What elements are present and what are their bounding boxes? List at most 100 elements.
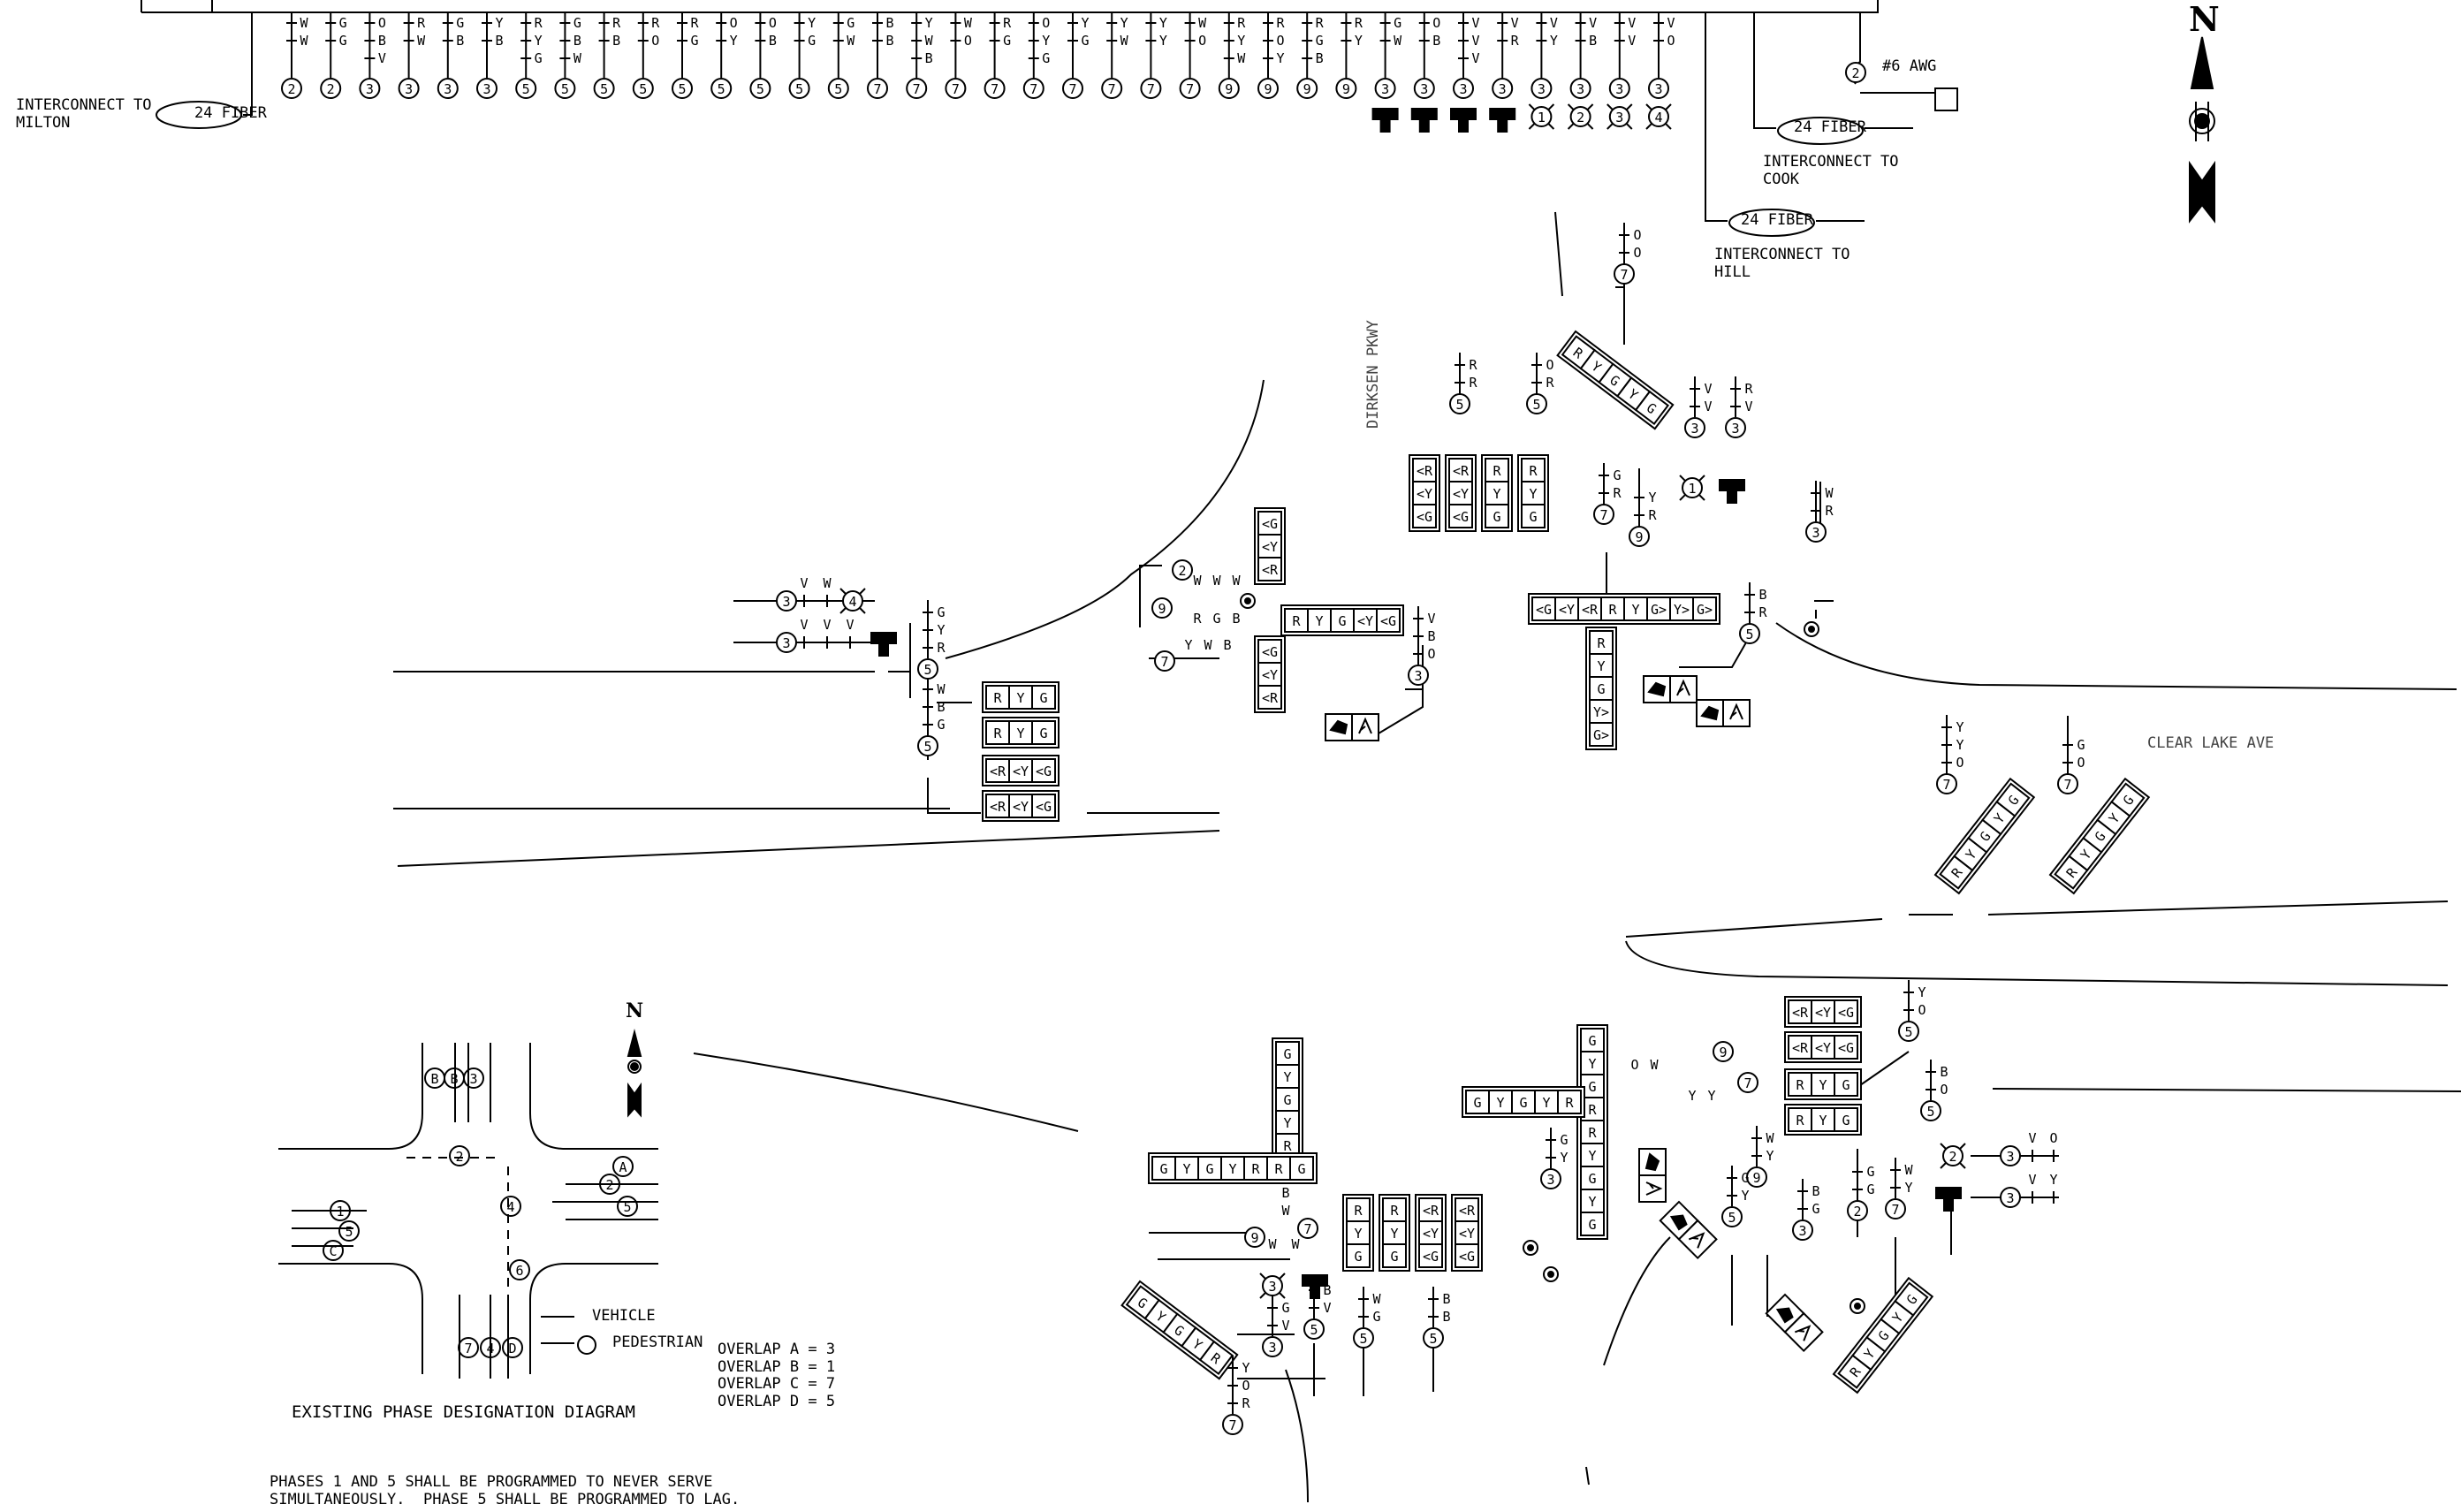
wire-color-label: R: [1758, 604, 1767, 620]
signal-lens-label: <G: [1536, 602, 1552, 618]
road-edge: [393, 808, 1219, 814]
wire-color-label: W: [1372, 1291, 1381, 1307]
cable-drop: VR3: [1492, 12, 1520, 99]
phase-label: 7: [991, 81, 999, 97]
wire-color-label: B: [1323, 1282, 1331, 1298]
signal-lens-label: R: [1390, 1203, 1399, 1219]
wire-color-label: O: [1956, 755, 1963, 771]
signal-lens-label: G: [1529, 509, 1537, 525]
wire-color-label: W: [417, 33, 426, 49]
drop-wire: [1694, 380, 1736, 415]
signal-lens: [1811, 1035, 1835, 1060]
signal-lens: [1353, 608, 1378, 633]
wire-tag: YW: [1751, 1126, 1774, 1166]
wire-tag: OYY: [1941, 715, 1964, 773]
phase-circle: [1151, 597, 1173, 619]
phase-circle: [2000, 1145, 2021, 1166]
signal-lens: [1521, 481, 1546, 505]
signal-lens: [1412, 458, 1437, 482]
signal-lens-label: G: [1842, 1113, 1850, 1128]
phase-circle: [1898, 1021, 1919, 1042]
wire-color-label: G: [1866, 1164, 1874, 1180]
signal-lens: [1580, 1051, 1605, 1075]
signal-lens-label: R: [1608, 602, 1617, 618]
signal-lens-label: Y: [1354, 1226, 1362, 1242]
signal-head: RYG: [1342, 1194, 1374, 1272]
road-edge: [945, 379, 1265, 659]
wire-color-label: O: [1042, 15, 1050, 31]
phase-label: 5: [1455, 397, 1463, 413]
wire-color-label: V: [1511, 15, 1519, 31]
phase-label: 3: [1690, 421, 1698, 437]
signal-lens-label: <R: [1453, 463, 1470, 479]
phase-label: 5: [1745, 627, 1753, 642]
phase-label: B: [430, 1071, 438, 1087]
signal-head: <R<Y<G: [1451, 1194, 1483, 1272]
phase-label: 5: [600, 81, 608, 97]
wire-color-label: R: [1744, 381, 1753, 397]
fiber-cable-ellipse: [156, 101, 242, 129]
wire-color-label: B: [573, 33, 581, 49]
wire-color-label: V: [1744, 399, 1752, 414]
north-arrow-icon: [2189, 36, 2215, 224]
cable-phase-circle: [1413, 78, 1435, 99]
wire-color-label: B: [885, 33, 893, 49]
signal-lens-label: <R: [1582, 602, 1599, 618]
phase-label: 2: [1178, 563, 1186, 579]
wire-color-label: V: [823, 617, 831, 633]
phase-circle: [1648, 106, 1669, 127]
detector-icon: 1: [1679, 475, 1705, 501]
signal-lens: [1008, 758, 1033, 783]
phase-label: 2: [1948, 1149, 1956, 1165]
wire-color-label: W: [1198, 15, 1207, 31]
wire-color-label: V: [800, 575, 808, 591]
signal-lens-label: <R: [990, 799, 1006, 815]
signal-lens-label: <R: [1792, 1005, 1809, 1021]
signal-lens: [1284, 608, 1309, 633]
phase-label: 2: [287, 81, 295, 97]
wire-color-label: B: [612, 33, 620, 49]
phase-circle: [1423, 1327, 1444, 1349]
signal-lens: [1692, 596, 1717, 621]
vehicle-legend-label: VEHICLE: [592, 1307, 656, 1325]
wire-tag: GW: [1358, 1287, 1381, 1327]
signal-lens: [1382, 1220, 1407, 1245]
cable-drop: WW2: [281, 12, 308, 99]
walking-person-icon: [1358, 717, 1372, 734]
fiber-milton-label: 24 FIBER: [194, 104, 267, 122]
phase-label: 5: [1728, 1210, 1736, 1226]
pedestrian-legend-label: PEDESTRIAN: [612, 1333, 703, 1351]
road-edge: [1992, 1088, 2461, 1092]
phase-circle: [1684, 417, 1705, 438]
signal-lens-label: Y: [1493, 486, 1500, 502]
ped-pushbutton-icon: [1489, 108, 1516, 133]
signal-lens: [1174, 1156, 1199, 1181]
signal-lens-label: <Y: [1453, 486, 1469, 502]
signal-lens: [1811, 999, 1835, 1024]
cable-phase-circle: [359, 78, 381, 99]
signal-lens-label: Y: [1529, 486, 1537, 502]
phase-label: 9: [1719, 1045, 1727, 1060]
wire-color-label: Y: [1550, 33, 1558, 49]
wire-color-label: O: [964, 33, 972, 49]
phase-label: 5: [756, 81, 764, 97]
phase-diagram-marker: [509, 1259, 530, 1280]
phase-circle: [1739, 623, 1760, 644]
wire-color-label: Y: [1904, 1180, 1912, 1196]
signal-lens-label: <Y: [1417, 486, 1432, 502]
signal-lens: [1376, 608, 1401, 633]
phase-circle: [1353, 1327, 1374, 1349]
signal-lens-label: G: [1588, 1079, 1596, 1095]
signal-lens-label: Y: [1016, 726, 1024, 741]
signal-lens-label: R: [1565, 1095, 1574, 1111]
cable-phase-circle: [1648, 78, 1669, 99]
signal-lens: [1589, 630, 1614, 655]
cable-drop: BB7: [867, 12, 894, 99]
signal-lens: [1580, 1189, 1605, 1213]
signal-lens-label: G: [1283, 1046, 1291, 1062]
phase-label: 7: [1160, 654, 1168, 670]
wire-color-label: W: [1766, 1130, 1774, 1146]
